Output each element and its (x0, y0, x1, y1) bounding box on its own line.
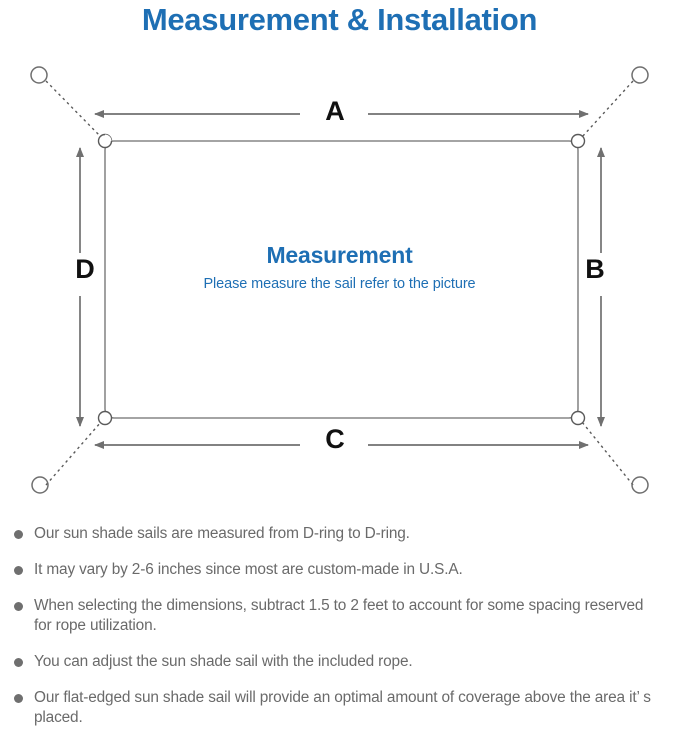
anchor-point-bottom-left-icon (31, 476, 49, 494)
dimension-label-c: C (325, 424, 345, 454)
bullet-icon (14, 602, 23, 611)
rope-lines (45, 80, 634, 486)
notes-list: Our sun shade sails are measured from D-… (0, 524, 679, 744)
list-item: When selecting the dimensions, subtract … (14, 596, 661, 636)
rope-line-top-left (45, 80, 102, 138)
note-text: It may vary by 2-6 inches since most are… (34, 561, 463, 578)
note-text: You can adjust the sun shade sail with t… (34, 653, 413, 670)
note-text: When selecting the dimensions, subtract … (34, 597, 644, 634)
dimension-label-b: B (585, 254, 605, 284)
anchor-point-top-right-icon (631, 66, 649, 84)
d-ring-bottom-right-icon (570, 410, 586, 426)
list-item: Our sun shade sails are measured from D-… (14, 524, 661, 544)
rope-line-top-right (581, 80, 634, 138)
note-text: Our sun shade sails are measured from D-… (34, 525, 410, 542)
sail-center-subtitle: Please measure the sail refer to the pic… (203, 276, 476, 292)
d-ring-fillet-tl (105, 134, 112, 141)
d-rings (97, 133, 586, 426)
diagram-canvas (30, 66, 649, 494)
bullet-icon (14, 530, 23, 539)
bullet-icon (14, 694, 23, 703)
sail-center-title: Measurement (266, 242, 413, 268)
rope-line-bottom-left (45, 421, 102, 486)
list-item: Our flat-edged sun shade sail will provi… (14, 688, 661, 728)
list-item: It may vary by 2-6 inches since most are… (14, 560, 661, 580)
dimension-label-d: D (75, 254, 95, 284)
list-item: You can adjust the sun shade sail with t… (14, 652, 661, 672)
anchor-point-top-left-icon (30, 66, 48, 84)
rope-line-bottom-right (581, 421, 634, 486)
d-ring-top-right-icon (570, 133, 586, 149)
anchor-point-bottom-right-icon (631, 476, 649, 494)
measurement-diagram: Measurement Please measure the sail refe… (0, 48, 679, 518)
d-ring-bottom-left-icon (97, 410, 113, 426)
dimension-label-a: A (325, 96, 345, 126)
bullet-icon (14, 566, 23, 575)
anchor-points (30, 66, 649, 494)
sail-rectangle (104, 140, 579, 419)
note-text: Our flat-edged sun shade sail will provi… (34, 689, 651, 726)
bullet-icon (14, 658, 23, 667)
page-title: Measurement & Installation (141, 2, 538, 37)
